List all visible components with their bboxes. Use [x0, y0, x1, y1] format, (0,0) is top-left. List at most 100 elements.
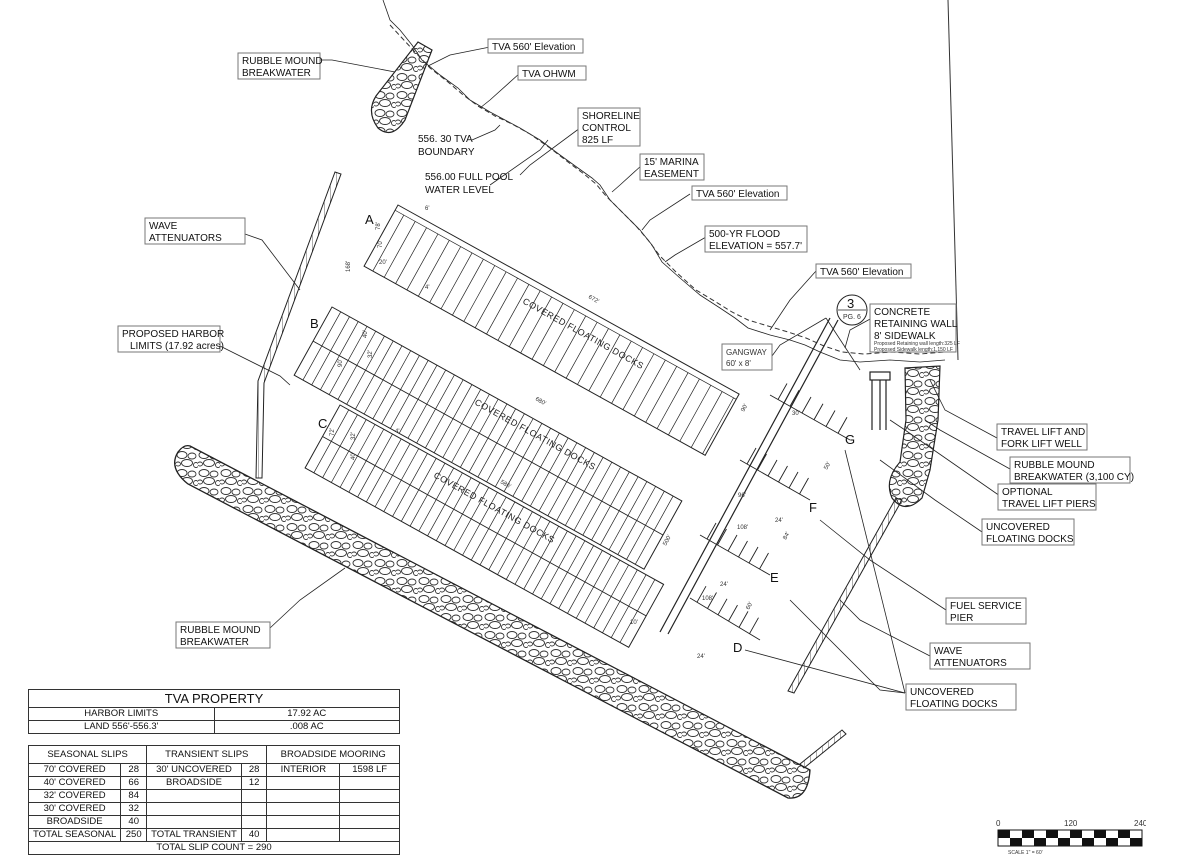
svg-text:WATER LEVEL: WATER LEVEL — [425, 185, 494, 196]
slip-divider — [442, 389, 481, 458]
main-walkway — [659, 317, 831, 633]
uncovered-docks — [689, 383, 851, 641]
table-cell: 32 — [120, 802, 148, 816]
svg-text:OPTIONAL: OPTIONAL — [1002, 487, 1053, 498]
slip-divider — [611, 347, 643, 404]
dim-c-32: 32' — [351, 432, 357, 440]
table-cell — [266, 776, 341, 790]
label-full-pool: 556.00 FULL POOL WATER LEVEL — [425, 172, 513, 196]
slip-divider — [540, 535, 577, 600]
dim-b-40: 40' — [363, 330, 369, 338]
svg-text:RUBBLE MOUND: RUBBLE MOUND — [180, 625, 261, 636]
scale-segment — [1094, 830, 1106, 838]
slip-divider — [497, 511, 533, 575]
slip-divider — [417, 240, 450, 297]
slip-divider — [395, 227, 427, 284]
dim-b-90: 90' — [338, 359, 344, 367]
dock-letter-c: C — [318, 416, 327, 431]
svg-text:Proposed Retaining wall length: Proposed Retaining wall length:325 LF — [874, 341, 960, 347]
scale-tick-0: 0 — [996, 819, 1001, 828]
table-cell — [266, 789, 341, 803]
table-cell: BROADSIDE — [27, 815, 122, 829]
slip-divider — [503, 423, 543, 492]
svg-text:PIER: PIER — [950, 613, 973, 624]
scale-segment — [1130, 838, 1142, 846]
table-cell — [339, 776, 400, 790]
dim-a-length: 672' — [587, 295, 600, 306]
slip-divider — [567, 550, 603, 614]
slip-divider — [463, 265, 496, 322]
dim-24-b: 24' — [697, 654, 705, 660]
slip-divider — [593, 564, 629, 629]
leader-lines — [219, 46, 1011, 694]
table-cell: BROADSIDE — [146, 776, 242, 790]
finger-pier — [799, 477, 809, 495]
slip-divider — [543, 309, 575, 366]
table-row: BROADSIDE 40 — [27, 815, 400, 829]
dock-letter-b: B — [310, 316, 319, 331]
table-row: HARBOR LIMITS 17.92 AC — [28, 707, 400, 721]
slip-divider — [452, 259, 484, 316]
finger-pier — [759, 552, 769, 570]
slip-divider — [453, 487, 489, 551]
slip-divider — [531, 303, 564, 360]
scale-segment — [1034, 838, 1046, 846]
table-cell: INTERIOR — [266, 763, 341, 777]
svg-text:PROPOSED HARBOR: PROPOSED HARBOR — [122, 329, 224, 340]
table-cell: 40 — [120, 815, 148, 829]
slip-divider — [573, 461, 613, 531]
table-cell — [240, 789, 268, 803]
slip-divider — [372, 350, 412, 420]
slip-divider — [679, 385, 712, 442]
slip-divider — [392, 453, 428, 517]
dim-84: 84' — [782, 531, 791, 541]
table-cell — [240, 815, 268, 829]
table-cell: 30' UNCOVERED — [146, 763, 242, 777]
table-cell — [339, 815, 400, 829]
property-line — [947, 0, 959, 361]
svg-text:WAVE: WAVE — [149, 221, 178, 232]
slip-divider — [320, 321, 359, 390]
finger-pier — [749, 617, 759, 634]
property-value: 17.92 AC — [213, 707, 400, 721]
table-cell — [266, 815, 341, 829]
slip-divider — [530, 437, 569, 507]
slip-divider — [409, 463, 446, 527]
dim-a-20: 20' — [379, 260, 387, 266]
slip-divider — [668, 378, 700, 436]
table-cell — [146, 802, 242, 816]
slip-divider — [355, 340, 394, 410]
wave-attenuator-right — [787, 497, 903, 694]
svg-text:500-YR FLOOD: 500-YR FLOOD — [709, 229, 780, 240]
table-cell: 28 — [120, 763, 148, 777]
dim-a-70: 70' — [378, 240, 384, 248]
table-cell: TOTAL TRANSIENT — [146, 828, 242, 842]
slip-divider — [549, 540, 586, 604]
slip-divider — [390, 360, 429, 429]
svg-text:556.00 FULL POOL: 556.00 FULL POOL — [425, 172, 513, 183]
scale-segment — [1022, 830, 1034, 838]
table-cell: 40' COVERED — [27, 776, 122, 790]
scale-tick-240: 240 — [1134, 819, 1146, 828]
label-wave-left: WAVE ATTENUATORS — [144, 217, 246, 245]
property-label: LAND 556'-556.3' — [28, 720, 215, 734]
svg-text:ELEVATION = 557.7': ELEVATION = 557.7' — [709, 241, 802, 252]
label-tva560-a: TVA 560' Elevation — [487, 38, 584, 54]
scale-segment — [1010, 838, 1022, 846]
dim-a-78: 78' — [376, 222, 382, 230]
slip-divider — [634, 359, 666, 417]
slip-divider — [433, 384, 473, 453]
dim-24-c: 24' — [775, 518, 783, 524]
slip-divider — [617, 486, 656, 555]
finger-pier — [748, 546, 759, 564]
dock-letter-d: D — [733, 640, 742, 655]
svg-text:UNCOVERED: UNCOVERED — [910, 687, 974, 698]
slip-divider — [520, 296, 552, 354]
slip-divider — [406, 233, 439, 291]
label-tva-ohwm: TVA OHWM — [517, 65, 587, 81]
table-cell: 70' COVERED — [27, 763, 122, 777]
dim-a-4: 4' — [425, 285, 429, 291]
table-cell: 66 — [120, 776, 148, 790]
slip-divider — [348, 429, 385, 493]
svg-text:BOUNDARY: BOUNDARY — [418, 147, 475, 158]
